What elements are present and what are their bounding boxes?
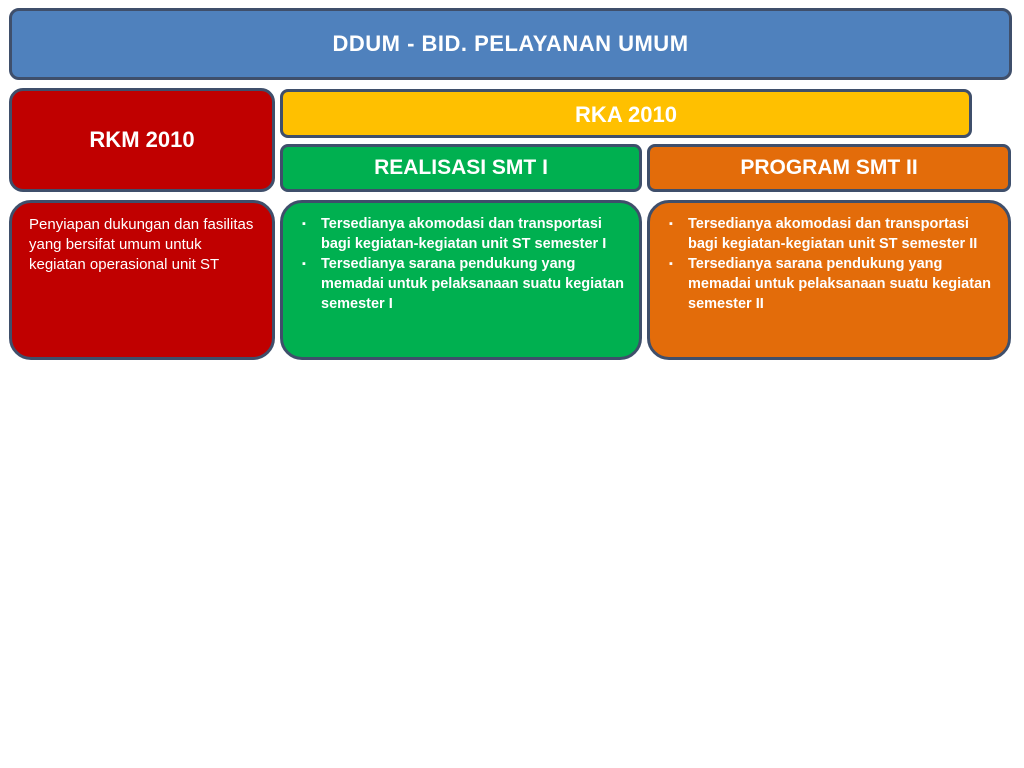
realisasi-items-box: ▪ Tersedianya akomodasi dan transportasi … [280, 200, 642, 360]
program-title: PROGRAM SMT II [740, 156, 918, 179]
realisasi-title: REALISASI SMT I [374, 156, 548, 179]
list-item: ▪ Tersedianya akomodasi dan transportasi … [666, 214, 996, 254]
rkm-box: RKM 2010 [9, 88, 275, 192]
bullet-icon: ▪ [669, 218, 673, 230]
rka-box: RKA 2010 [280, 89, 972, 138]
rka-title: RKA 2010 [575, 102, 677, 127]
header-banner: DDUM - BID. PELAYANAN UMUM [9, 8, 1012, 80]
list-item-text: Tersedianya sarana pendukung yang memada… [321, 256, 624, 312]
list-item: ▪ Tersedianya sarana pendukung yang memad… [299, 254, 627, 314]
bullet-icon: ▪ [302, 258, 306, 270]
list-item-text: Tersedianya sarana pendukung yang memada… [688, 256, 991, 312]
bullet-icon: ▪ [669, 258, 673, 270]
bullet-icon: ▪ [302, 218, 306, 230]
rkm-description-box: Penyiapan dukungan dan fasilitas yang be… [9, 200, 275, 360]
rkm-title: RKM 2010 [89, 127, 195, 152]
list-item-text: Tersedianya akomodasi dan transportasi b… [688, 216, 978, 252]
header-title: DDUM - BID. PELAYANAN UMUM [332, 31, 689, 56]
program-list: ▪ Tersedianya akomodasi dan transportasi … [666, 214, 996, 314]
program-box: PROGRAM SMT II [647, 144, 1011, 192]
realisasi-box: REALISASI SMT I [280, 144, 642, 192]
program-items-box: ▪ Tersedianya akomodasi dan transportasi … [647, 200, 1011, 360]
list-item-text: Tersedianya akomodasi dan transportasi b… [321, 216, 607, 252]
list-item: ▪ Tersedianya akomodasi dan transportasi … [299, 214, 627, 254]
rkm-description: Penyiapan dukungan dan fasilitas yang be… [29, 216, 254, 273]
realisasi-list: ▪ Tersedianya akomodasi dan transportasi … [299, 214, 627, 314]
list-item: ▪ Tersedianya sarana pendukung yang memad… [666, 254, 996, 314]
